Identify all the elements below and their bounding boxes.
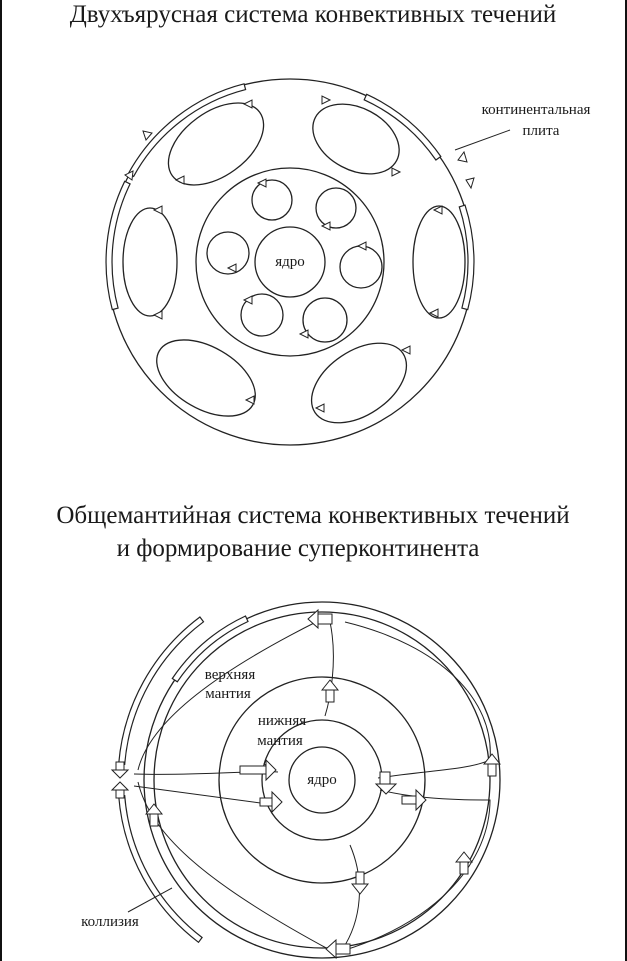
cell-arrow-1	[242, 99, 253, 109]
cell-arrow-3	[174, 175, 185, 185]
flow-arrow-8	[401, 795, 417, 805]
lower-cell-5	[240, 293, 284, 337]
collision-leader-line	[127, 887, 173, 913]
cell-arrow-2	[321, 95, 332, 105]
plate-leader-line	[454, 129, 511, 151]
lithosphere-circle	[153, 611, 491, 949]
upper-cell-5	[156, 339, 256, 417]
flow-line-5	[324, 621, 334, 717]
plate-arrow-3	[457, 150, 468, 163]
supercontinent-plate-3	[118, 794, 203, 944]
left-frame-edge	[0, 0, 2, 961]
cell-arrow-4	[391, 167, 402, 177]
flow-arrow-3	[265, 758, 277, 782]
continental-plate-label-2: плита	[523, 123, 560, 139]
cell-arrow-7	[152, 310, 163, 320]
flow-arrow-12	[325, 689, 335, 703]
upper-cell-1	[167, 102, 265, 186]
lower-cell-2	[315, 187, 357, 229]
flow-arrow-2	[239, 765, 267, 775]
lower-cell-3	[339, 245, 383, 289]
flow-arrow-20	[335, 943, 351, 955]
upper-cell-6	[122, 207, 178, 317]
flow-line-8	[341, 844, 360, 951]
continental-plate-4	[105, 180, 131, 311]
flow-arrow-9	[415, 788, 427, 812]
cell-arrow-10	[400, 345, 411, 355]
flow-arrow-17	[454, 851, 474, 863]
flow-arrow-14	[487, 763, 497, 777]
flow-line-4	[137, 619, 321, 771]
collision-arrow-3	[115, 789, 125, 799]
upper-mantle-label-2: мантия	[205, 686, 251, 702]
flow-arrow-6	[379, 771, 391, 785]
core-cell-arrow-2	[320, 221, 331, 231]
upper-cell-4	[310, 342, 408, 424]
collision-arrow-4	[110, 781, 130, 791]
lower-mantle-label-1: нижняя	[258, 713, 306, 729]
continental-plate-label-1: континентальная	[482, 102, 591, 118]
plate-arrow-2	[124, 170, 134, 181]
supercontinent-plate-1	[118, 616, 205, 766]
whole-mantle-diagram: верхняя мантия нижняя мантия ядро коллиз…	[81, 601, 502, 960]
plate-arrow-4	[465, 177, 475, 190]
continental-plate-1	[127, 83, 247, 178]
core-cell-arrow-1	[256, 178, 267, 188]
top-title: Двухъярусная система конвективных течени…	[70, 1, 557, 28]
upper-cell-3	[412, 205, 466, 319]
collision-arrow-1	[115, 761, 125, 771]
upper-mantle-label-1: верхняя	[205, 667, 256, 683]
flow-arrow-22	[149, 813, 159, 827]
flow-line-6	[344, 621, 491, 779]
upper-cell-2	[312, 103, 400, 175]
continental-plate-3	[458, 204, 475, 311]
supercontinent-plate-2	[171, 615, 249, 683]
collision-label: коллизия	[81, 914, 139, 930]
flow-arrow-13	[320, 679, 340, 691]
lower-cell-1	[251, 179, 293, 221]
flow-arrow-5	[271, 790, 283, 814]
flow-arrow-10	[317, 613, 333, 625]
flow-line-3	[137, 781, 331, 951]
flow-arrow-11	[307, 608, 319, 630]
flow-line-2	[133, 785, 269, 805]
core-cell-arrow-4	[242, 295, 253, 305]
earth-outer-circle-bottom	[143, 601, 501, 959]
core-cell-arrow-5	[298, 329, 309, 339]
cell-arrow-11	[314, 403, 325, 413]
flow-line-7	[344, 789, 491, 951]
cell-arrow-8	[428, 308, 439, 318]
cell-arrow-6	[432, 205, 443, 215]
cell-arrow-9	[244, 395, 255, 405]
upper-lower-mantle-boundary	[218, 676, 426, 884]
flow-arrow-15	[482, 753, 502, 765]
lower-cell-4	[302, 297, 348, 343]
right-frame-edge	[625, 0, 627, 961]
flow-arrow-18	[355, 871, 365, 885]
cell-arrow-5	[152, 205, 163, 215]
flow-arrow-16	[459, 861, 469, 875]
two-tier-diagram: континентальная плита ядро	[105, 78, 591, 446]
flow-arrow-21	[325, 938, 337, 960]
flow-arrow-19	[350, 883, 370, 895]
lower-mantle-label-2: мантия	[257, 733, 303, 749]
continental-plate-2	[363, 93, 442, 161]
core-circle-top	[254, 226, 326, 298]
collision-arrow-2	[110, 769, 130, 779]
bottom-title-line2: и формирование суперконтинента	[117, 535, 480, 562]
core-cell-arrow-6	[226, 263, 237, 273]
plate-arrow-1	[142, 130, 153, 141]
mantle-boundary-circle	[195, 167, 385, 357]
flow-arrow-23	[144, 803, 164, 815]
core-cell-arrow-3	[356, 241, 367, 251]
lower-cell-6	[206, 231, 250, 275]
core-label-bottom: ядро	[307, 772, 337, 788]
core-circle-bottom	[288, 746, 356, 814]
flow-arrow-4	[259, 797, 273, 807]
bottom-title-line1: Общемантийная система конвективных течен…	[56, 502, 569, 529]
flow-arrow-7	[374, 783, 398, 795]
core-label-top: ядро	[275, 254, 305, 270]
